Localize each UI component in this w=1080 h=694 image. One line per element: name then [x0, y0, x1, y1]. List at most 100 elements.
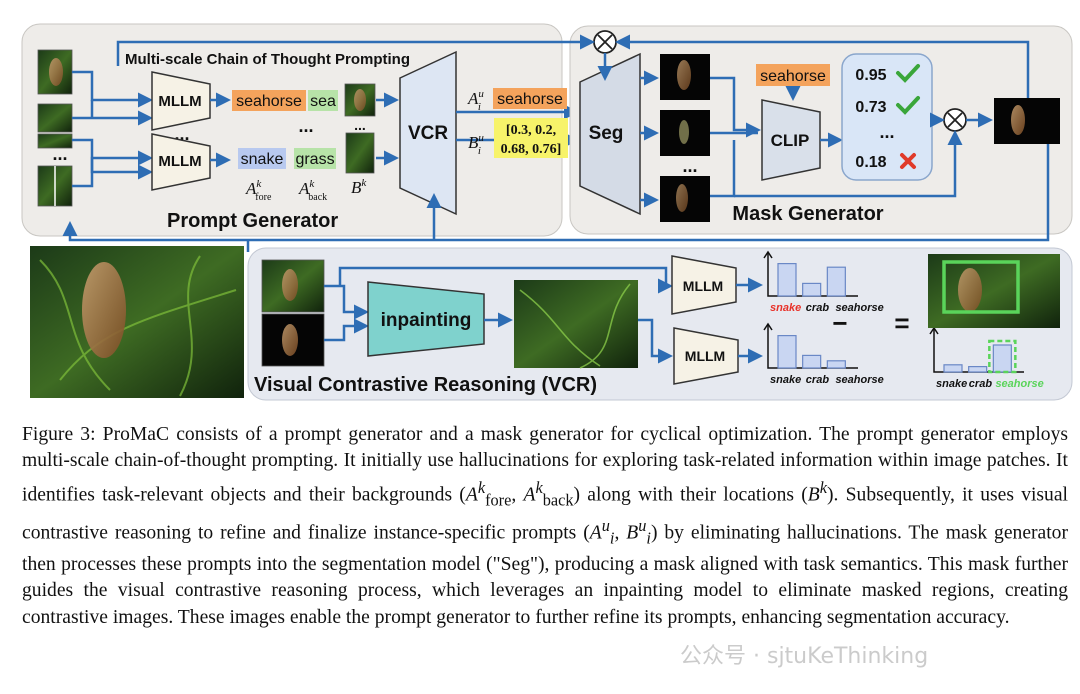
- chart-category-label: crab: [806, 374, 830, 386]
- score-3: 0.18: [855, 154, 886, 171]
- cross-icon: [900, 153, 916, 169]
- input-patch-images: ...: [37, 49, 73, 207]
- mask-generator-title: Mask Generator: [732, 203, 883, 225]
- svg-text:inpainting: inpainting: [381, 310, 472, 331]
- chart-axis-arrow: [763, 250, 773, 259]
- score-ellipsis: ...: [879, 122, 894, 142]
- svg-text:VCR: VCR: [408, 123, 448, 144]
- score-2: 0.73: [855, 99, 886, 116]
- svg-text:MLLM: MLLM: [158, 153, 201, 170]
- chart-bar: [943, 364, 963, 373]
- caption-part: ,: [614, 522, 627, 544]
- caption-math: u: [601, 516, 610, 536]
- vcr-mllm-top: MLLM: [671, 255, 737, 315]
- chart-bar: [992, 344, 1012, 373]
- prob-chart-original: snake crab seahorse: [763, 250, 884, 314]
- chart-bar: [826, 266, 846, 297]
- caption-math: k: [477, 477, 486, 497]
- multiply-node-mask: [943, 108, 967, 132]
- check-icon: [896, 64, 920, 83]
- vcr-result-image: [928, 254, 1060, 328]
- caption-math: i: [646, 528, 651, 548]
- caption-math: B: [807, 484, 820, 506]
- caption-math: A: [589, 522, 602, 544]
- caption-math: A: [465, 484, 478, 506]
- inpainting-block: inpainting: [367, 281, 485, 357]
- svg-text:MLLM: MLLM: [683, 278, 723, 294]
- caption-math: i: [609, 528, 615, 548]
- method-diagram: Multi-scale Chain of Thought Prompting P…: [21, 23, 1073, 401]
- caption-math: k: [819, 477, 827, 497]
- caption-part: ) by eliminating hallucinations. The mas…: [22, 522, 1068, 628]
- chart-bar: [968, 366, 988, 373]
- caption-math: k: [535, 477, 543, 497]
- chart-bar: [777, 263, 797, 297]
- crop-ellipsis: ...: [354, 117, 366, 133]
- chart-bar: [826, 360, 846, 369]
- fore-term-snake: snake: [241, 151, 284, 168]
- caption-math: u: [638, 516, 647, 536]
- caption-math: back: [542, 490, 574, 510]
- mask-candidate-ellipsis: ...: [682, 156, 697, 176]
- patch-ellipsis: ...: [52, 144, 67, 164]
- instance-prompt-b-line2: 0.68, 0.76]: [501, 142, 562, 157]
- chart-category-label: seahorse: [995, 378, 1043, 390]
- patch-image-2: [37, 103, 73, 133]
- prompt-generator-title: Prompt Generator: [167, 210, 338, 232]
- figure-caption: Figure 3: ProMaC consists of a prompt ge…: [22, 422, 1068, 631]
- multiply-node-top: [593, 30, 617, 54]
- seahorse-input-image: [30, 246, 244, 398]
- chart-bar: [802, 282, 822, 297]
- chart-category-label: crab: [969, 378, 993, 390]
- chart-highlight-box: [988, 339, 1017, 374]
- multiscale-cot-title: Multi-scale Chain of Thought Prompting: [125, 51, 410, 68]
- fore-term-seahorse: seahorse: [236, 93, 302, 110]
- chart-category-label: snake: [936, 378, 967, 390]
- chart-bar: [802, 354, 822, 369]
- back-term-sea: sea: [310, 93, 336, 110]
- caption-part: Figure 3: ProMaC consists of a prompt ge…: [22, 424, 1068, 506]
- chart-bar: [777, 335, 797, 369]
- mllm-block-top: MLLM: [151, 71, 211, 131]
- score-1: 0.95: [855, 67, 886, 84]
- instance-prompt-a-value: seahorse: [497, 91, 563, 108]
- inpainted-image: [514, 280, 638, 368]
- vcr-block: VCR: [399, 50, 457, 216]
- clip-block: CLIP: [761, 99, 821, 181]
- crop-thumbnail-bottom: [345, 132, 375, 174]
- chart-axis-arrow: [763, 322, 773, 331]
- caption-part: ). Subsequently, it uses visual contrast…: [22, 484, 1068, 544]
- vcr-input-mask: [261, 313, 325, 367]
- vcr-panel: [247, 247, 1073, 401]
- symbol-b: Bk: [351, 177, 367, 197]
- terms-ellipsis: ...: [298, 116, 313, 136]
- chart-category-label: snake: [770, 374, 801, 386]
- mllm-block-bottom: MLLM: [151, 133, 211, 191]
- caption-part: ) along with their locations (: [573, 484, 808, 506]
- detected-bbox: [942, 260, 1020, 314]
- chart-category-label: crab: [806, 302, 830, 314]
- svg-text:MLLM: MLLM: [158, 93, 201, 110]
- chart-category-label: snake: [770, 302, 801, 314]
- check-icon: [896, 96, 920, 115]
- back-term-grass: grass: [295, 151, 334, 168]
- chart-category-label: seahorse: [835, 302, 883, 314]
- prob-chart-contrastive: snake crab seahorse: [763, 322, 884, 386]
- caption-text: Figure 3: ProMaC consists of a prompt ge…: [22, 422, 1068, 631]
- vcr-panel-title: Visual Contrastive Reasoning (VCR): [254, 374, 597, 396]
- vcr-mllm-bottom: MLLM: [673, 327, 739, 385]
- svg-text:CLIP: CLIP: [771, 131, 810, 150]
- chart-category-label: seahorse: [835, 374, 883, 386]
- svg-text:MLLM: MLLM: [685, 348, 725, 364]
- caption-part: ,: [511, 484, 524, 506]
- clip-query-label: seahorse: [760, 68, 826, 85]
- svg-text:Seg: Seg: [589, 123, 624, 144]
- final-mask-image: [994, 98, 1060, 144]
- seg-block: Seg: [579, 52, 641, 216]
- minus-sign: −: [832, 308, 847, 338]
- caption-math: A: [523, 484, 536, 506]
- instance-prompt-b-line1: [0.3, 0.2,: [506, 123, 556, 138]
